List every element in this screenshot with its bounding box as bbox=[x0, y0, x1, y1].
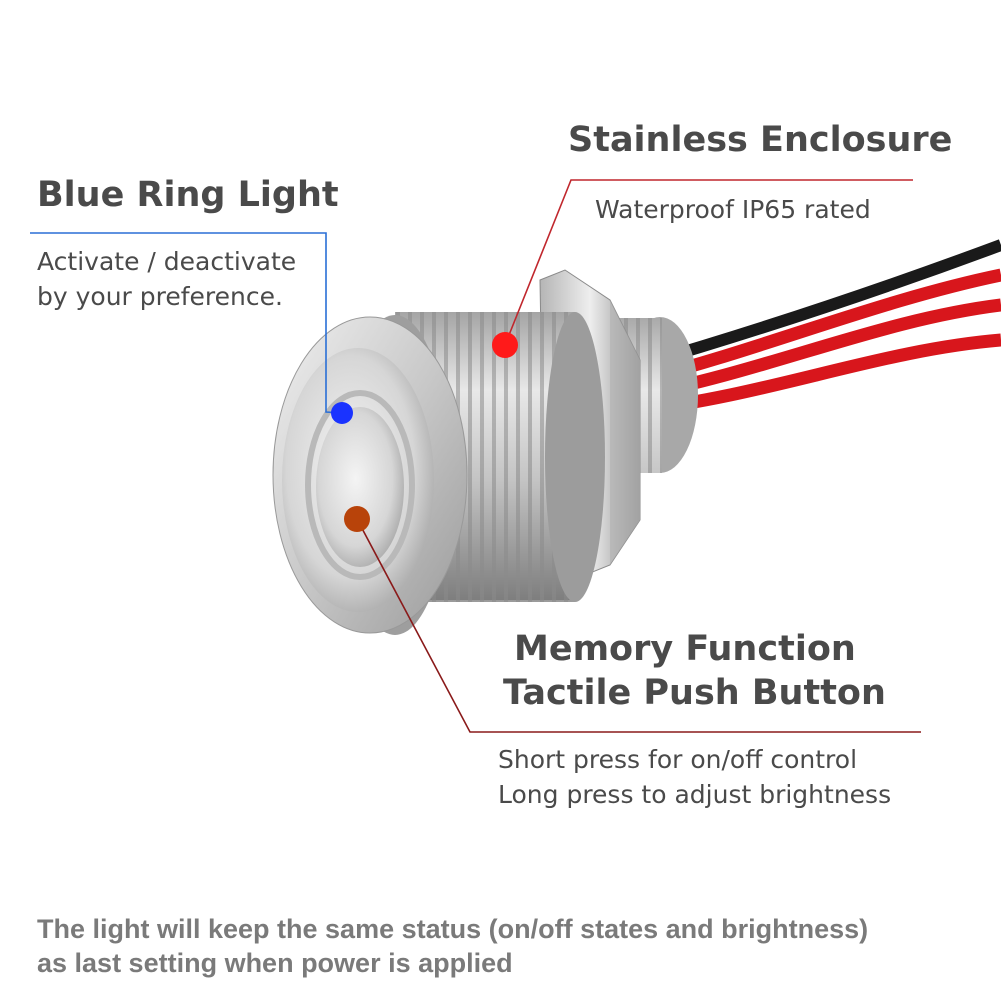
footer-line1: The light will keep the same status (on/… bbox=[37, 914, 869, 944]
blue-ring-dot bbox=[331, 402, 353, 424]
button-dot bbox=[344, 506, 370, 532]
memory-desc-line1: Short press for on/off control bbox=[498, 745, 858, 774]
stainless-enclosure-title: Stainless Enclosure bbox=[568, 120, 953, 160]
blue-ring-light-description: Activate / deactivate by your preference… bbox=[37, 244, 296, 314]
memory-function-title: Memory Function bbox=[514, 629, 856, 669]
footer-line2: as last setting when power is applied bbox=[37, 948, 513, 978]
blue-ring-light-title: Blue Ring Light bbox=[37, 175, 339, 215]
stainless-enclosure-description: Waterproof IP65 rated bbox=[595, 195, 871, 224]
memory-function-description: Short press for on/off control Long pres… bbox=[498, 742, 891, 812]
footer-note: The light will keep the same status (on/… bbox=[37, 912, 997, 980]
tactile-push-button-title: Tactile Push Button bbox=[503, 673, 886, 713]
memory-desc-line2: Long press to adjust brightness bbox=[498, 780, 892, 809]
blue-ring-desc-line1: Activate / deactivate bbox=[37, 247, 297, 276]
front-bezel bbox=[272, 315, 468, 635]
blue-ring-desc-line2: by your preference. bbox=[37, 282, 283, 311]
enclosure-dot bbox=[492, 332, 518, 358]
